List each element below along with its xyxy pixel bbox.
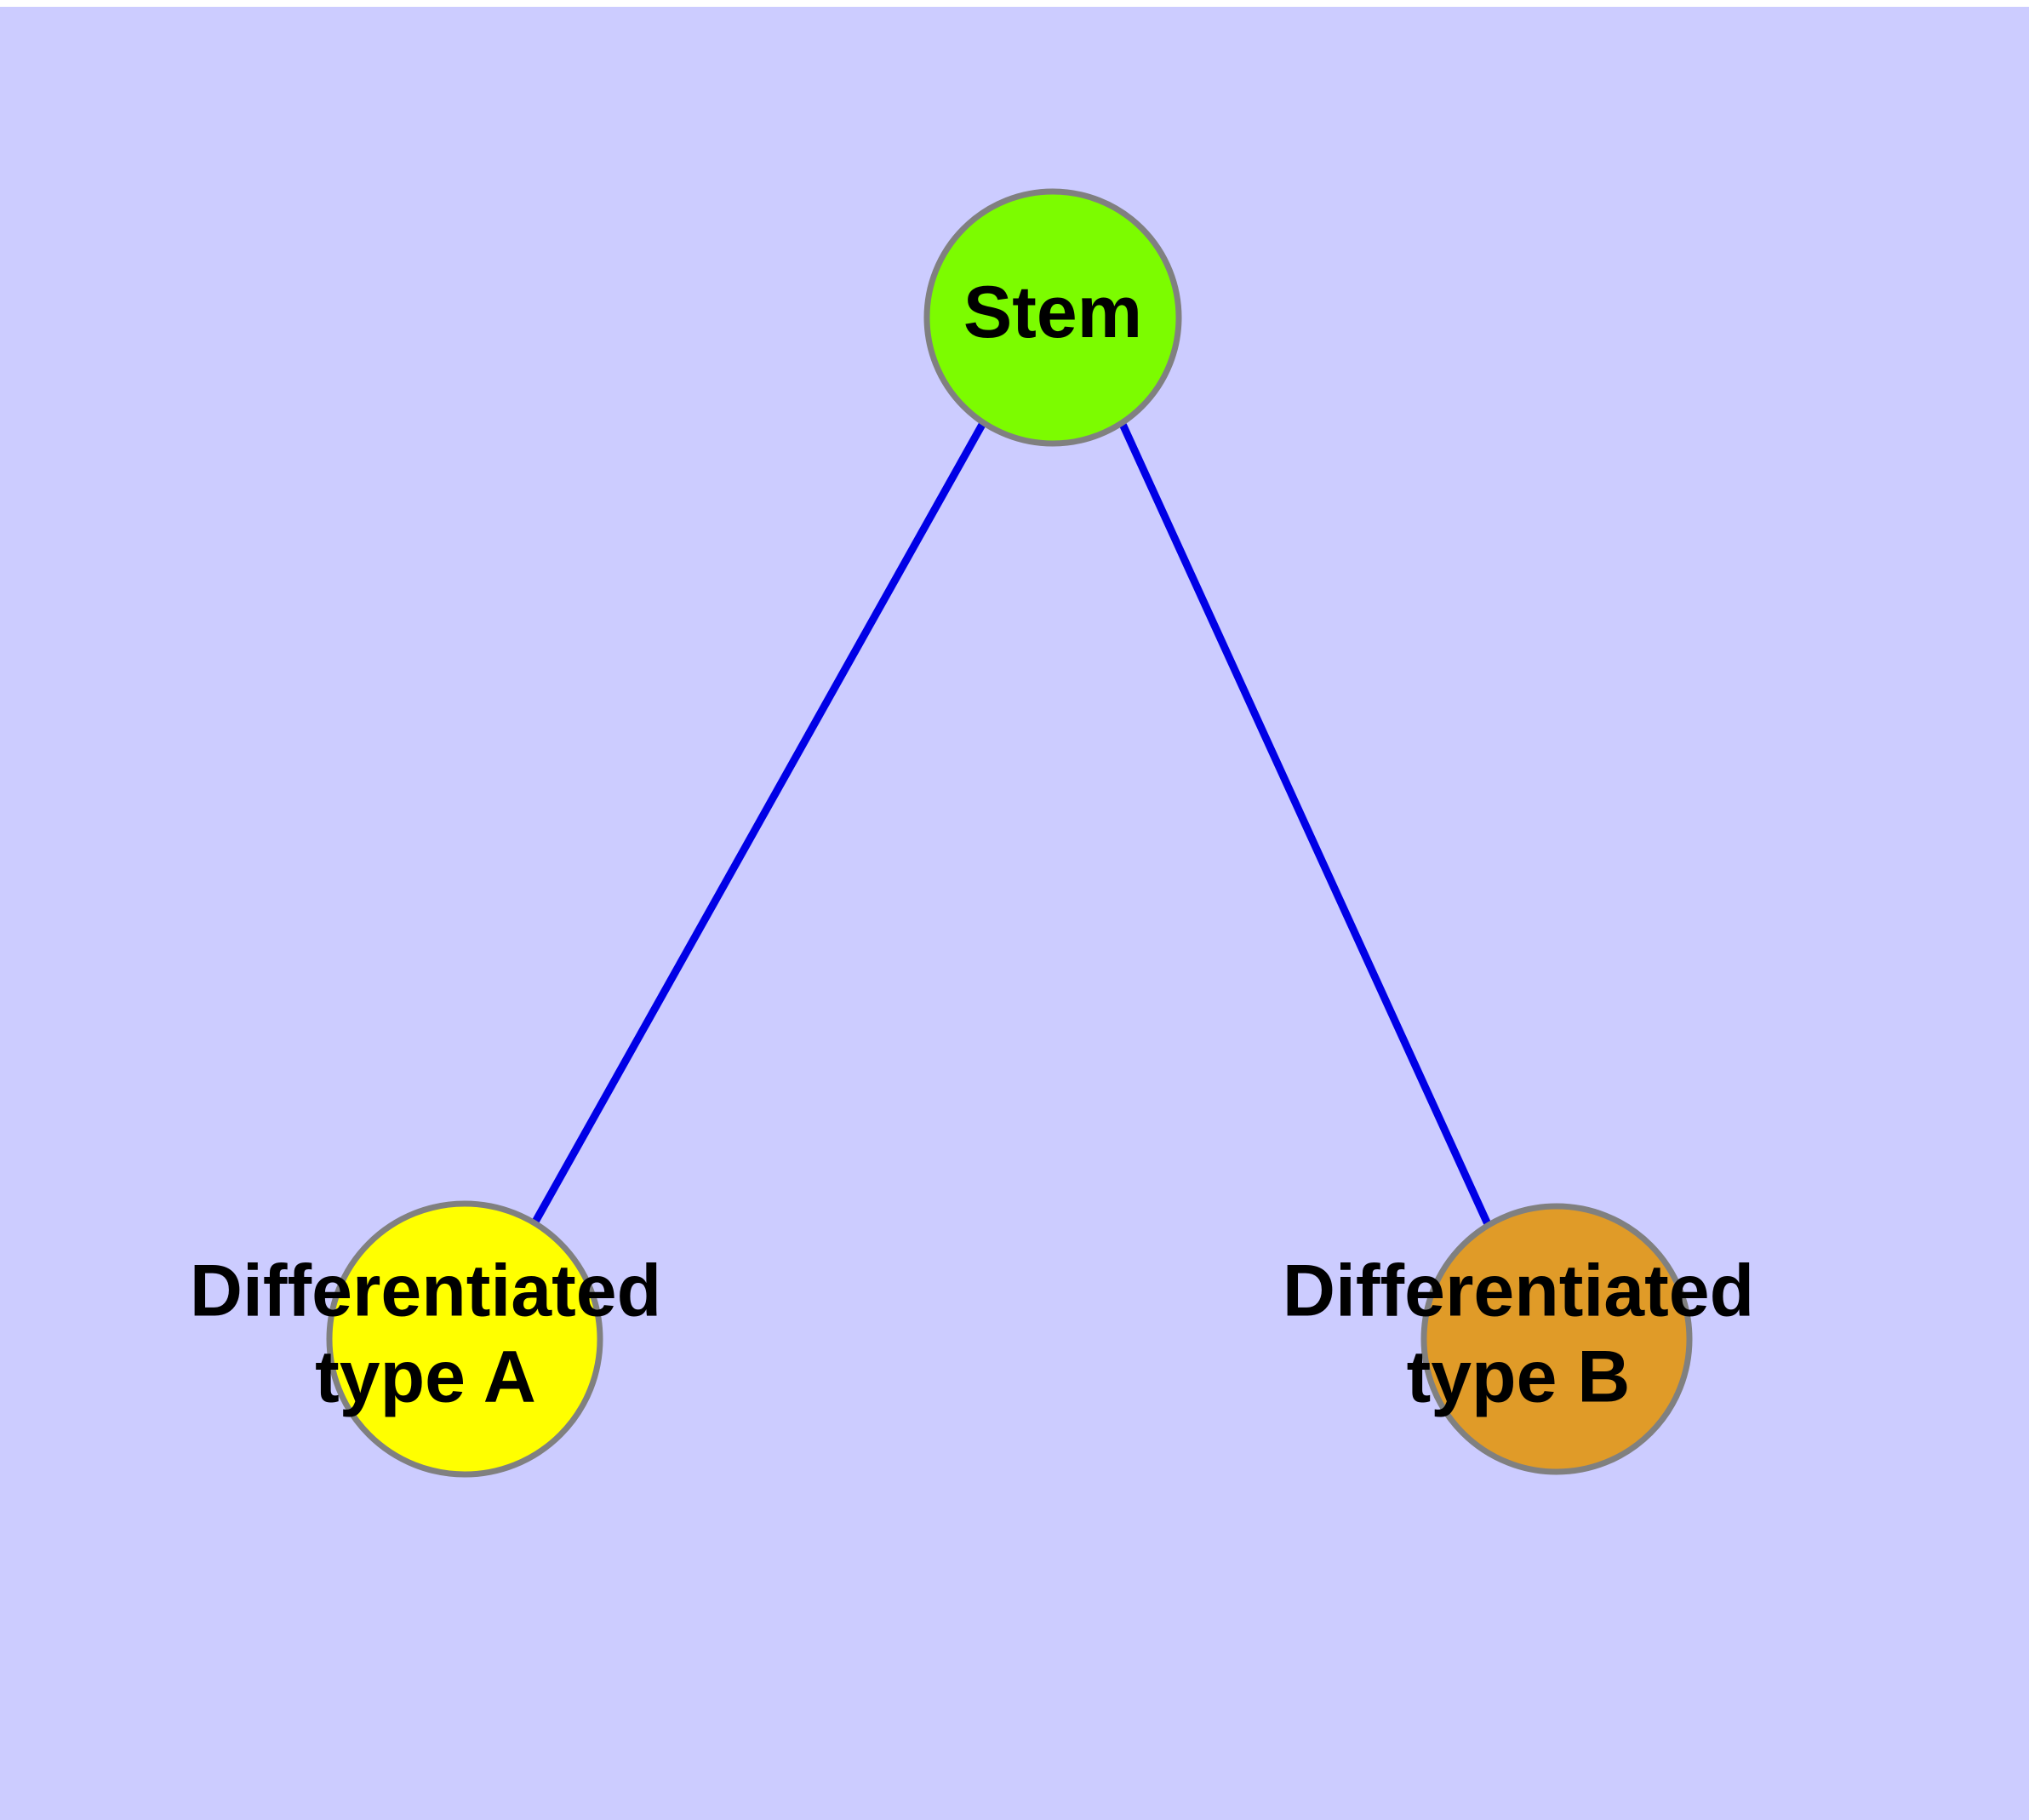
node-label-line: type B (1407, 1336, 1631, 1417)
graph-edge-stem-diff_a[interactable] (531, 421, 986, 1226)
graph-node-stem[interactable] (923, 188, 1182, 447)
node-layer (326, 188, 1693, 1478)
node-label-line: Differentiated (1283, 1250, 1754, 1331)
node-label-line: Stem (963, 272, 1142, 353)
graph-node-diff_b[interactable] (1420, 1203, 1693, 1475)
node-label-line: Differentiated (190, 1250, 661, 1331)
edge-layer (531, 421, 1492, 1226)
graph-edge-stem-diff_b[interactable] (1117, 421, 1492, 1226)
graph-node-diff_a[interactable] (326, 1200, 603, 1478)
node-label-line: type A (315, 1336, 536, 1417)
node-label-stem: Stem (963, 272, 1142, 353)
